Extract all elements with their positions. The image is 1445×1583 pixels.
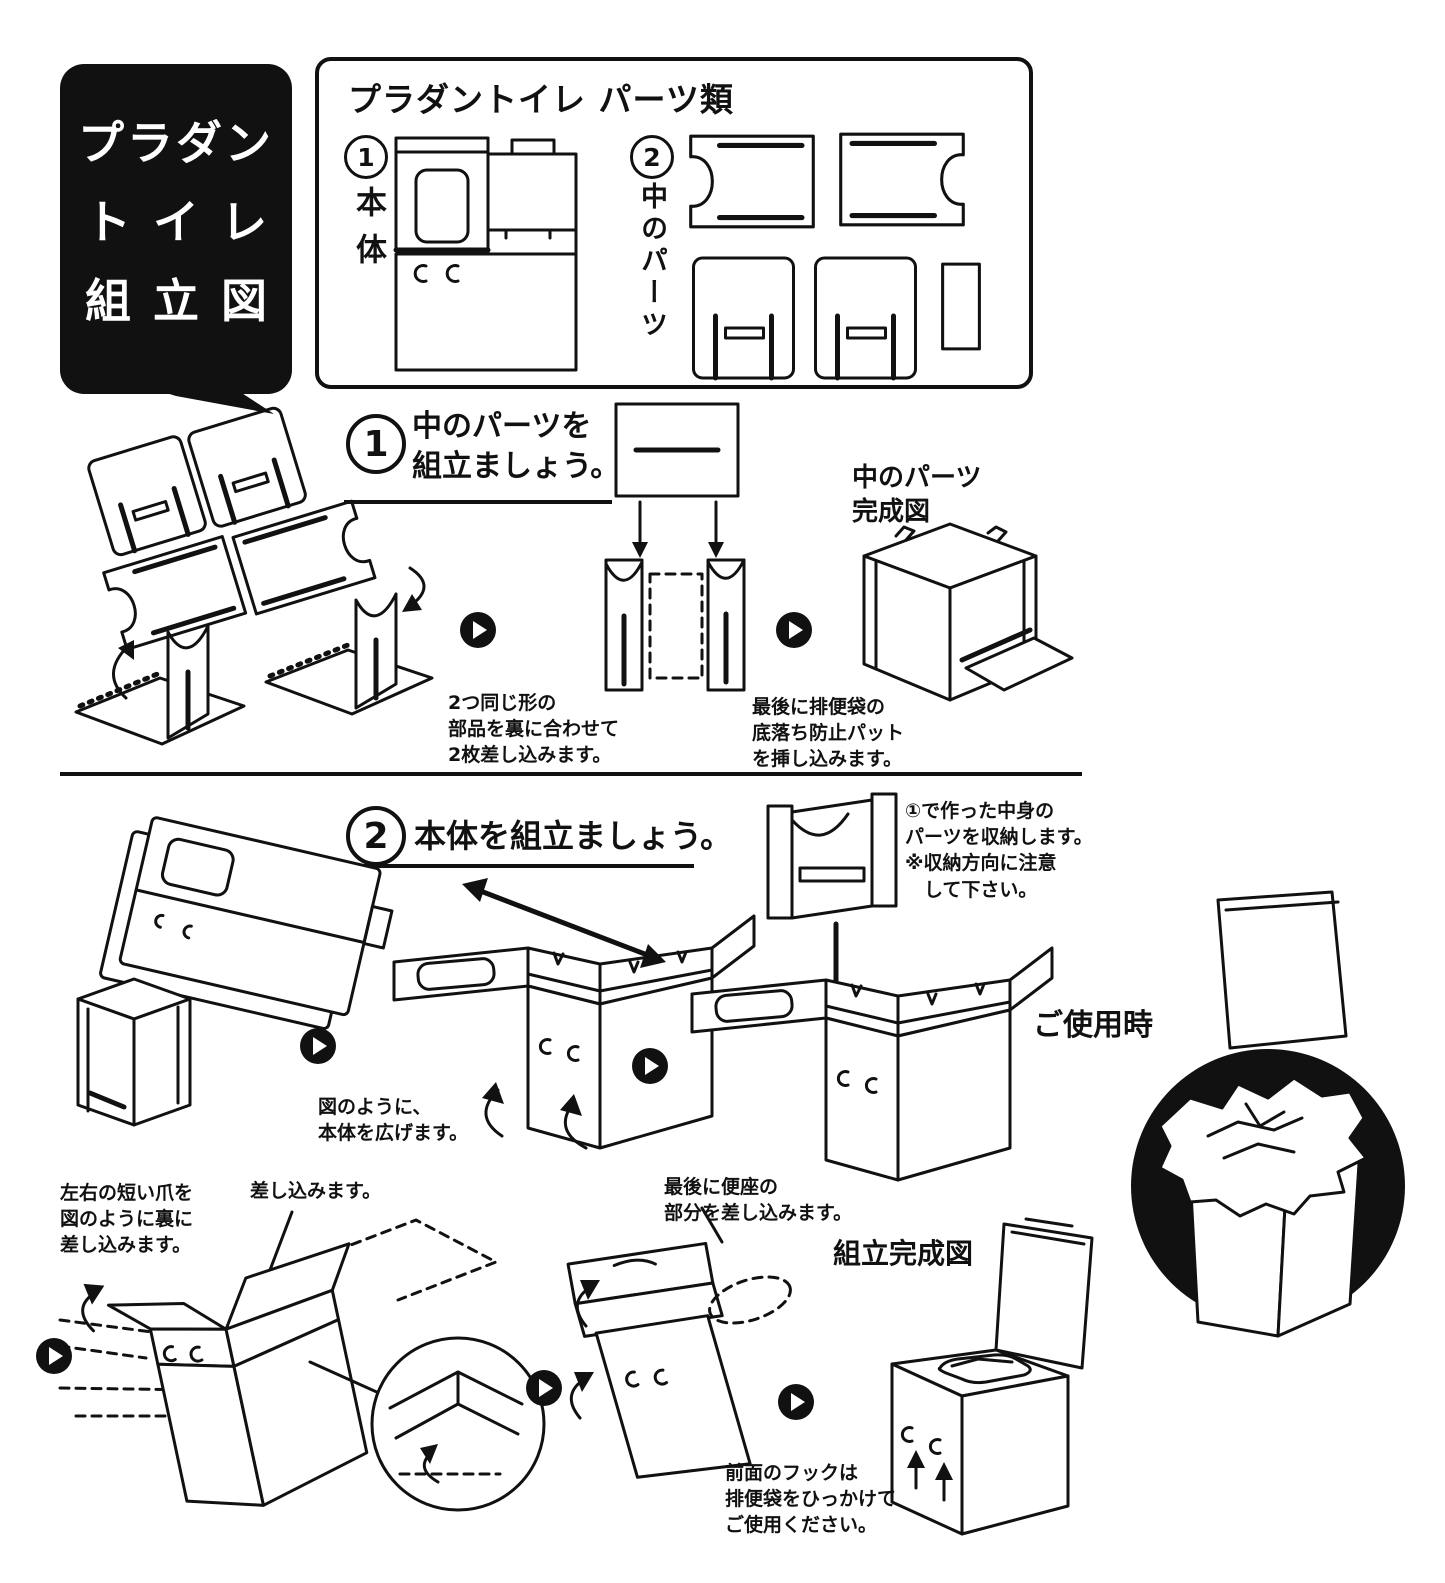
inner-parts-completed-drawing (838, 512, 1083, 752)
caption-line: 2つ同じ形の (448, 692, 557, 714)
label-line: 中のパーツ (852, 463, 982, 493)
step-arrow-icon (776, 612, 812, 648)
caption-fold-tabs: 左右の短い爪を 図のように裏に 差し込みます。 (60, 1180, 193, 1259)
caption-insert-pad: 最後に排便袋の 底落ち防止パット を挿し込みます。 (752, 694, 904, 773)
caption-line: 前面のフックは (725, 1462, 859, 1484)
step-arrow-icon (460, 612, 496, 648)
section-divider (60, 772, 1082, 776)
inner-parts-completed-label: 中のパーツ 完成図 (852, 462, 981, 530)
step-arrow-icon (36, 1338, 72, 1374)
step-1-number: 1 (346, 414, 406, 474)
caption-store-inner: ①で作った中身の パーツを収納します。 ※収納方向に注意 して下さい。 (905, 798, 1093, 903)
insert-seat-drawing (552, 1180, 807, 1565)
step-1-underline (344, 500, 612, 504)
step-2-title: 本体を組立ましょう。 (414, 817, 733, 855)
caption-line: 差し込みます。 (250, 1180, 382, 1202)
flat-parts-drawing (62, 396, 452, 771)
part-2-number: 2 (630, 135, 674, 179)
u-panel-drawing-2 (832, 128, 972, 231)
caption-front-hook: 前面のフックは 排便袋をひっかけて ご使用ください。 (725, 1460, 896, 1539)
step-1-title-line1: 中のパーツを (412, 409, 592, 444)
label-line: 完成図 (852, 496, 931, 527)
cover-line-3: 組立図 (85, 274, 289, 329)
caption-line: 図のように裏に (60, 1208, 194, 1231)
usage-label: ご使用時 (1033, 1008, 1153, 1043)
caption-line: 差し込みます。 (60, 1234, 192, 1257)
step-2-underline (344, 864, 694, 868)
completed-toilet-drawing (856, 1216, 1128, 1558)
step-1-title-line2: 組立ましょう。 (412, 449, 621, 484)
slot-panel-drawing-2 (808, 252, 923, 384)
cover-tail-shape (146, 388, 276, 416)
parts-panel-title: プラダントイレ パーツ類 (348, 80, 734, 119)
caption-spread-body: 図のように、 本体を広げます。 (318, 1094, 468, 1146)
u-panel-drawing-1 (682, 130, 822, 233)
caption-line: ご使用ください。 (725, 1514, 878, 1537)
caption-line: 底落ち防止パット (752, 722, 905, 745)
caption-line: 2枚差し込みます。 (448, 744, 612, 767)
caption-line: パーツを収納します。 (905, 826, 1093, 849)
caption-line: 図のように、 (318, 1096, 432, 1118)
caption-line: ①で作った中身の (905, 800, 1055, 822)
caption-line: 排便袋をひっかけて (725, 1488, 897, 1511)
parts-panel (315, 57, 1033, 389)
cover-title-box: プラダン トイレ 組立図 (60, 64, 292, 394)
caption-insert-seat: 最後に便座の 部分を差し込みます。 (664, 1174, 852, 1226)
caption-line: ※収納方向に注意 (905, 852, 1057, 875)
caption-line: 最後に排便袋の (752, 696, 886, 718)
caption-join-parts: 2つ同じ形の 部品を裏に合わせて 2枚差し込みます。 (448, 690, 619, 769)
flat-body-drawing (70, 815, 394, 1165)
caption-line: を挿し込みます。 (752, 748, 903, 771)
in-use-drawing (1098, 886, 1438, 1366)
caption-insert-tab: 差し込みます。 (250, 1178, 381, 1204)
part-2-label: 中のパーツ (636, 182, 667, 342)
store-inner-drawing (676, 790, 1074, 1200)
caption-line: 部分を差し込みます。 (664, 1202, 853, 1225)
opened-body-drawing (378, 858, 758, 1170)
step-arrow-icon (526, 1370, 562, 1406)
caption-line: 最後に便座の (664, 1176, 779, 1198)
body-part-drawing (388, 126, 593, 378)
insert-parts-drawing (580, 400, 770, 700)
step-arrow-icon (778, 1384, 814, 1420)
caption-line: 左右の短い爪を (60, 1182, 194, 1204)
caption-line: 本体を広げます。 (318, 1122, 469, 1145)
part-1-label: 本体 (350, 186, 386, 280)
slot-panel-drawing-1 (686, 252, 801, 384)
caption-line: して下さい。 (924, 878, 1038, 901)
cover-line-2: トイレ (85, 195, 289, 250)
small-pad-drawing (936, 258, 986, 355)
step-arrow-icon (632, 1048, 668, 1084)
cover-line-1: プラダン (78, 116, 274, 170)
step-arrow-icon (300, 1028, 336, 1064)
fold-top-drawing (58, 1210, 552, 1542)
part-1-number: 1 (344, 135, 388, 179)
caption-line: 部品を裏に合わせて (448, 718, 620, 741)
assembly-completed-label: 組立完成図 (833, 1237, 974, 1270)
